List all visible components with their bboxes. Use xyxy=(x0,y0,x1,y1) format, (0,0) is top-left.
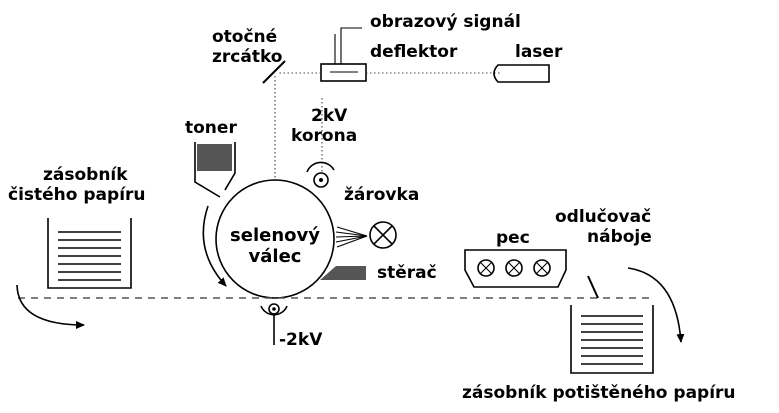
transfer-voltage-label: -2kV xyxy=(279,330,323,350)
corona-shield xyxy=(306,161,335,173)
signal-label: obrazový signál xyxy=(370,12,521,32)
rotating-mirror xyxy=(262,60,286,84)
feed-arrow xyxy=(16,284,85,329)
oven-label: pec xyxy=(496,228,530,248)
output-tray-label: zásobník potištěného papíru xyxy=(462,383,736,403)
drum-label-line2: válec xyxy=(249,246,302,267)
input-tray-label-line2: čistého papíru xyxy=(8,185,146,205)
laser-body xyxy=(493,64,550,83)
toner-fill xyxy=(197,144,232,171)
drum-label-line1: selenový xyxy=(230,225,320,246)
output-paper-tray xyxy=(570,305,654,374)
mirror-label-line1: otočné xyxy=(212,27,277,47)
selenium-drum xyxy=(215,179,335,299)
bulb-rays xyxy=(335,226,368,248)
rotation-arrow xyxy=(202,205,227,287)
mirror-label-line2: zrcátko xyxy=(212,47,282,67)
input-tray-label-line1: zásobník xyxy=(43,165,128,185)
bulb-icon xyxy=(369,221,397,249)
laser-label: laser xyxy=(515,42,563,62)
corona-label-line1: 2kV xyxy=(311,106,348,126)
input-paper-tray xyxy=(47,218,132,289)
toner-label: toner xyxy=(185,118,237,138)
toner-outline xyxy=(194,142,221,198)
fuser-oven xyxy=(464,249,567,288)
charge-discharger xyxy=(587,275,599,299)
exit-arrow xyxy=(627,267,685,343)
wiper-label: stěrač xyxy=(377,263,437,283)
corona-wire-icon xyxy=(313,172,329,188)
corona-label-line2: korona xyxy=(291,126,357,146)
discharger-label-line2: náboje xyxy=(587,227,652,247)
signal-connector xyxy=(334,27,362,64)
bulb-label: žárovka xyxy=(344,185,419,205)
deflector-label: deflektor xyxy=(370,42,458,62)
wiper-blade xyxy=(320,266,366,280)
discharger-label-line1: odlučovač xyxy=(555,207,651,227)
